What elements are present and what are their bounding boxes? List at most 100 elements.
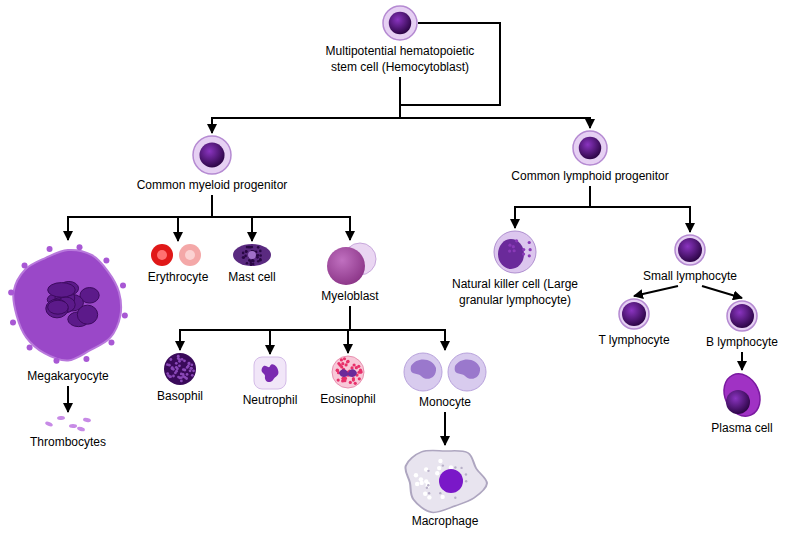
- lineage-arrow: [67, 386, 69, 412]
- granule: [186, 366, 189, 369]
- granule: [187, 362, 190, 365]
- cell-icon: [151, 244, 201, 266]
- cell-nucleus: [248, 251, 256, 259]
- cell-illustration: [572, 130, 608, 166]
- granule: [191, 374, 194, 377]
- granule: [437, 466, 441, 470]
- cell-label: Natural killer cell (Large granular lymp…: [433, 276, 598, 308]
- granule: [414, 473, 418, 477]
- granule: [256, 256, 259, 259]
- cell-nucleus: [389, 12, 411, 34]
- cell-label: Macrophage: [412, 513, 479, 529]
- granule: [346, 360, 349, 363]
- granule: [190, 363, 193, 366]
- cell-node: Neutrophil: [243, 356, 298, 408]
- cell-illustration: [232, 243, 272, 267]
- granule: [169, 358, 172, 361]
- granule: [175, 366, 178, 369]
- granule: [426, 486, 428, 488]
- granule: [337, 378, 340, 381]
- platelet-bud: [8, 289, 14, 295]
- cell-label: Common lymphoid progenitor: [511, 168, 668, 184]
- cell-illustration: [6, 242, 130, 366]
- granule: [355, 366, 358, 369]
- cell-label: Megakaryocyte: [27, 368, 108, 384]
- platelet: [83, 417, 92, 423]
- cell-nucleus: [579, 137, 601, 159]
- red-cell: [179, 244, 201, 266]
- cell-membrane: [727, 301, 757, 331]
- platelet-bud: [53, 358, 59, 364]
- granule: [508, 244, 511, 247]
- granule: [343, 357, 346, 360]
- granule: [259, 250, 262, 253]
- cell-illustration: [331, 355, 365, 389]
- cell-icon: [405, 450, 487, 512]
- granule: [340, 358, 343, 361]
- cell-node: Plasma cell: [711, 372, 772, 436]
- granule: [427, 495, 431, 499]
- cell-membrane: [383, 6, 417, 40]
- cell-illustration: [726, 300, 758, 332]
- granule: [181, 358, 184, 361]
- cell-membrane: [332, 356, 364, 388]
- granule: [435, 471, 439, 475]
- kidney-nucleus: [455, 359, 480, 378]
- cell-node: Erythrocyte: [148, 243, 209, 285]
- granule: [438, 459, 442, 463]
- platelet-bud: [122, 313, 128, 319]
- cell-membrane: [494, 231, 536, 273]
- nucleus-lobe: [46, 299, 68, 318]
- cell-node: Mast cell: [228, 243, 275, 285]
- cell-illustration: [253, 356, 287, 390]
- granule: [343, 379, 346, 382]
- granule: [259, 258, 262, 261]
- cell-icon: [233, 244, 271, 266]
- cell-node: B lymphocyte: [706, 300, 778, 350]
- cell-icon: [8, 244, 128, 364]
- nucleus-lobe: [48, 283, 76, 298]
- cell-label: T lymphocyte: [598, 332, 669, 348]
- cell-icon: [404, 353, 486, 391]
- granule: [359, 370, 362, 373]
- granule: [528, 254, 531, 257]
- granule: [513, 249, 516, 252]
- cell-illustration: [382, 5, 418, 41]
- cell-nucleus: [199, 142, 224, 167]
- granule: [465, 480, 467, 482]
- cell-illustration: [322, 242, 378, 286]
- cell-node: Common myeloid progenitor: [137, 135, 288, 193]
- granule: [522, 248, 525, 251]
- granule: [442, 464, 444, 466]
- red-cell-center: [157, 250, 167, 260]
- platelet: [45, 421, 54, 428]
- cell-label: Erythrocyte: [148, 269, 209, 285]
- cell-label: Plasma cell: [711, 420, 772, 436]
- platelet-bud: [83, 356, 89, 362]
- granule: [167, 374, 170, 377]
- granule: [172, 368, 175, 371]
- cell-nucleus: [726, 390, 750, 414]
- granule: [341, 362, 344, 365]
- cell-label: Eosinophil: [320, 391, 375, 407]
- granule: [243, 256, 246, 259]
- red-cell-center: [185, 250, 195, 260]
- cell-illustration: [674, 234, 706, 266]
- cell-icon: [717, 368, 766, 422]
- cell-illustration: [399, 447, 491, 511]
- cell-nucleus: [498, 239, 524, 269]
- cell-node: Eosinophil: [320, 355, 375, 407]
- platelet-bud: [10, 319, 16, 325]
- cell-nucleus: [622, 302, 646, 326]
- granule: [189, 369, 192, 372]
- platelet-bud: [103, 258, 109, 264]
- cell-membrane: [13, 250, 121, 361]
- lineage-arrow: [741, 352, 743, 370]
- granule: [439, 492, 441, 494]
- granule: [352, 378, 355, 381]
- cell-membrane: [404, 353, 442, 391]
- granule: [440, 495, 444, 499]
- cell-membrane: [164, 353, 196, 385]
